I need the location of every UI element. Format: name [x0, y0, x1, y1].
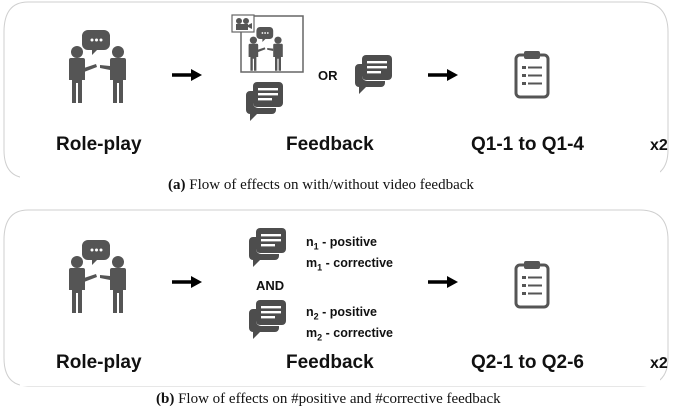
caption-b: (b) Flow of effects on #positive and #co… [156, 391, 501, 408]
m2-sub: 2 [317, 332, 323, 342]
role-play-icon-b [69, 240, 126, 313]
video-feedback-icon [231, 14, 304, 73]
role-play-icon-a [69, 30, 126, 103]
n2-positive-text: - positive [318, 305, 377, 319]
m1-corrective-text: - corrective [322, 255, 394, 270]
stage-role-play-a: Role-play [56, 134, 142, 155]
and-label: AND [256, 278, 285, 293]
clipboard-icon-a [514, 49, 550, 99]
or-label: OR [318, 68, 338, 83]
m1-letter: m [306, 255, 318, 270]
caption-a-text: Flow of effects on with/without video fe… [189, 177, 474, 193]
chat-icon-a2 [355, 55, 392, 94]
caption-b-label: (b) [156, 391, 175, 407]
m1-sub: 1 [317, 262, 323, 272]
arrow-icon-b2 [426, 274, 460, 290]
repeat-label-b: x2 [650, 355, 668, 372]
feedback-2-labels: n2 - positive m2 - corrective [306, 304, 393, 345]
stage-questionnaire-a: Q1-1 to Q1-4 [471, 134, 584, 155]
chat-icon-b2 [249, 300, 286, 339]
n2-letter: n [306, 305, 314, 319]
clipboard-icon-b [514, 259, 550, 309]
stage-feedback-b: Feedback [286, 352, 374, 373]
m2-letter: m [306, 325, 318, 340]
caption-a: (a) Flow of effects on with/without vide… [168, 177, 474, 194]
n1-sub: 1 [313, 241, 319, 252]
chat-icon-a1 [246, 82, 283, 121]
repeat-label-a: x2 [650, 137, 668, 154]
stage-feedback-a: Feedback [286, 134, 374, 155]
feedback-1-labels: n1 - positive m1 - corrective [306, 234, 393, 275]
arrow-icon-a1 [170, 67, 204, 83]
caption-a-label: (a) [168, 177, 186, 193]
arrow-icon-b1 [170, 274, 204, 290]
n2-sub: 2 [313, 311, 319, 322]
m2-corrective-text: - corrective [322, 325, 394, 340]
caption-b-text: Flow of effects on #positive and #correc… [178, 391, 501, 407]
n1-positive-text: - positive [318, 235, 377, 249]
chat-icon-b1 [249, 228, 286, 267]
stage-role-play-b: Role-play [56, 352, 142, 373]
n1-letter: n [306, 235, 314, 249]
stage-questionnaire-b: Q2-1 to Q2-6 [471, 352, 584, 373]
arrow-icon-a2 [426, 67, 460, 83]
